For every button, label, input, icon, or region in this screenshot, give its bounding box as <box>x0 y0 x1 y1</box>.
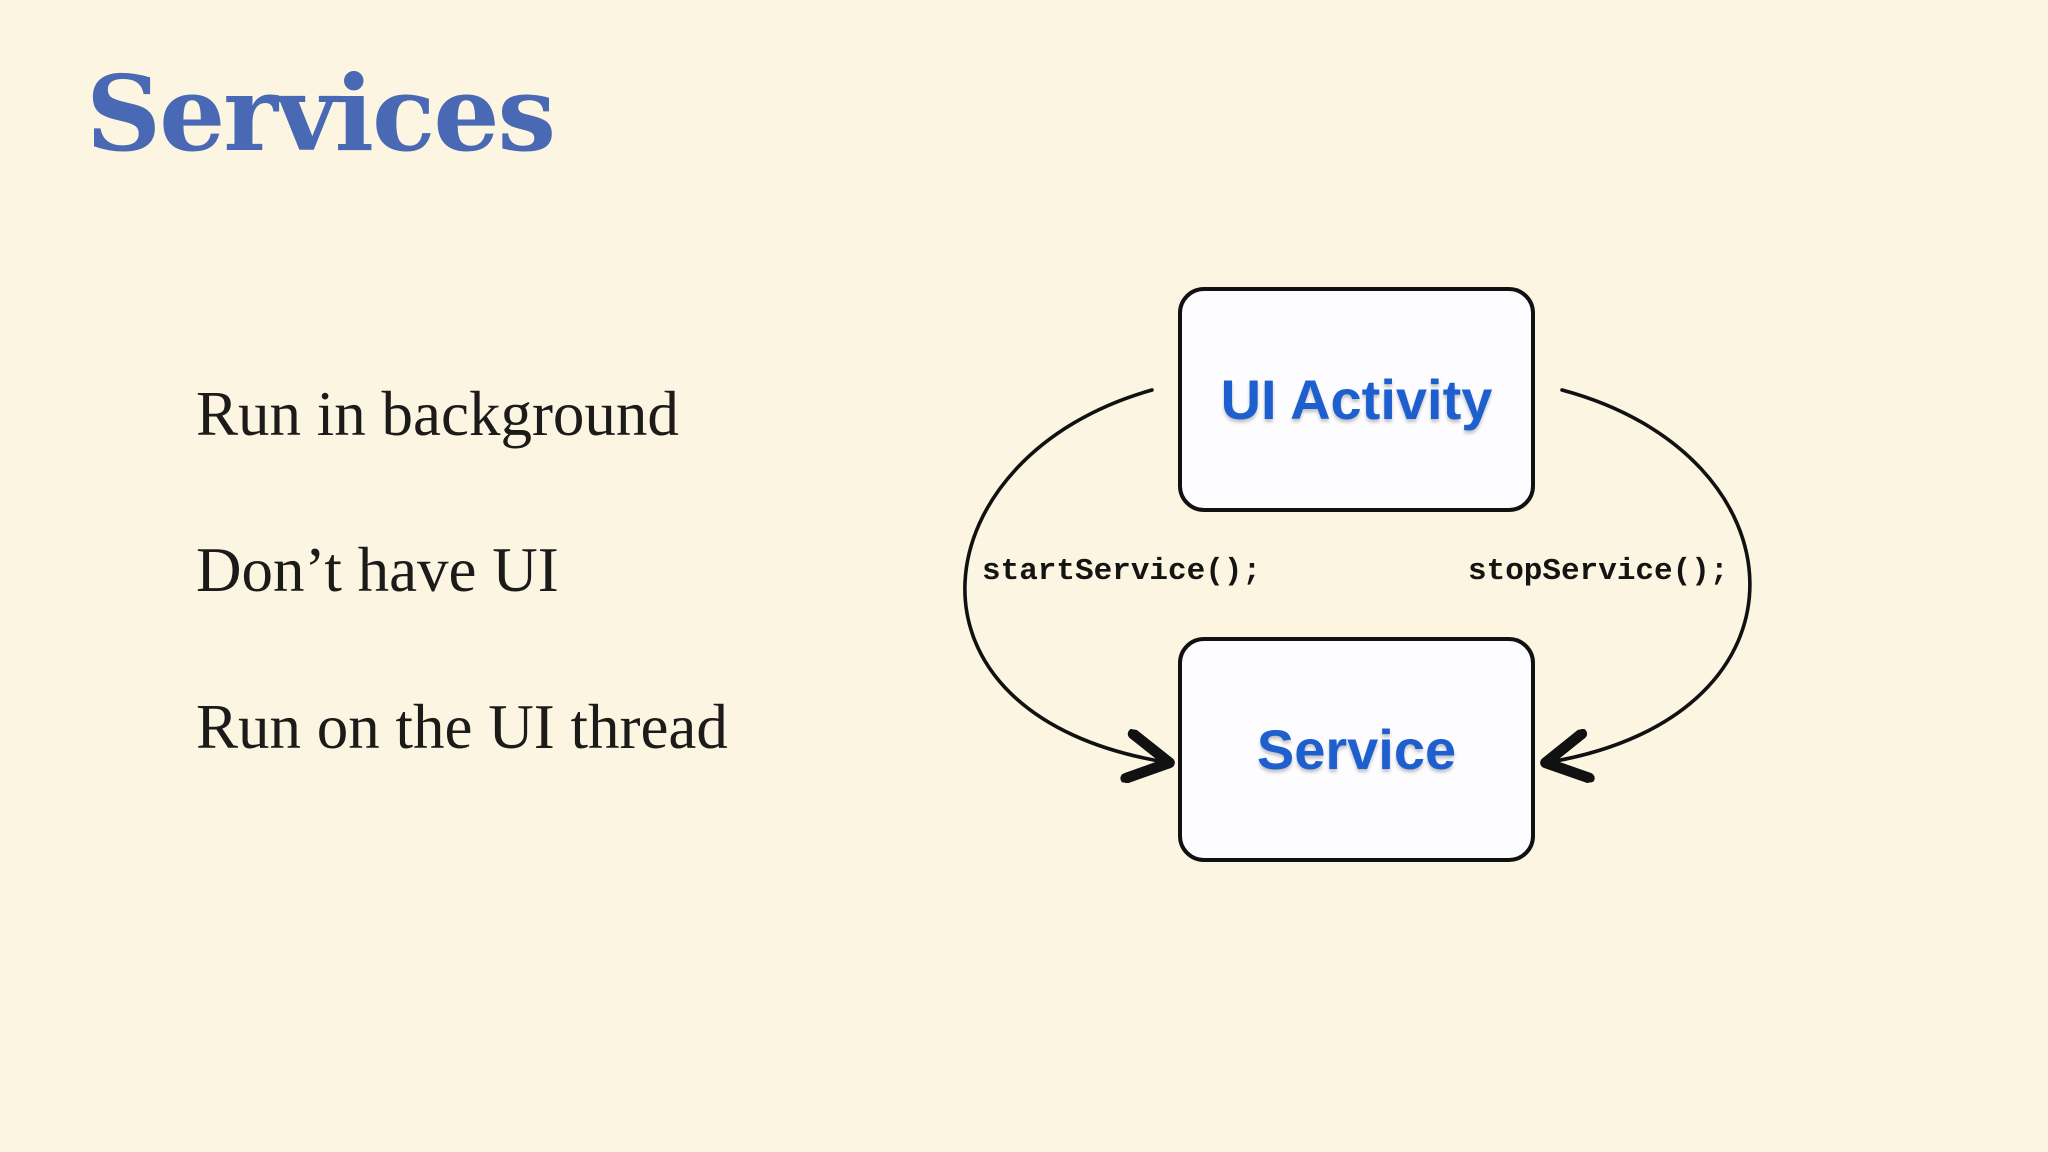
service-node-label: Service <box>1256 718 1457 781</box>
diagram-arrows-canvas <box>963 388 1752 890</box>
bullet-item: Don’t have UI <box>196 535 559 606</box>
stop-service-edge-label: stopService(); <box>1468 554 1729 589</box>
service-lifecycle-diagram: UI Activity Service startService(); stop… <box>940 270 1800 890</box>
slide-title: Services <box>86 52 556 175</box>
start-service-arrow <box>963 388 1165 762</box>
ui-activity-node: UI Activity <box>1178 287 1535 512</box>
start-service-edge-label: startService(); <box>982 554 1262 589</box>
bullet-list: Run in background Don’t have UI Run on t… <box>196 378 728 763</box>
ui-activity-node-label: UI Activity <box>1220 368 1493 431</box>
service-node: Service <box>1178 637 1535 862</box>
bullet-item: Run in background <box>196 379 679 449</box>
bullet-item: Run on the UI thread <box>196 691 728 762</box>
stop-service-arrow <box>1550 388 1752 762</box>
